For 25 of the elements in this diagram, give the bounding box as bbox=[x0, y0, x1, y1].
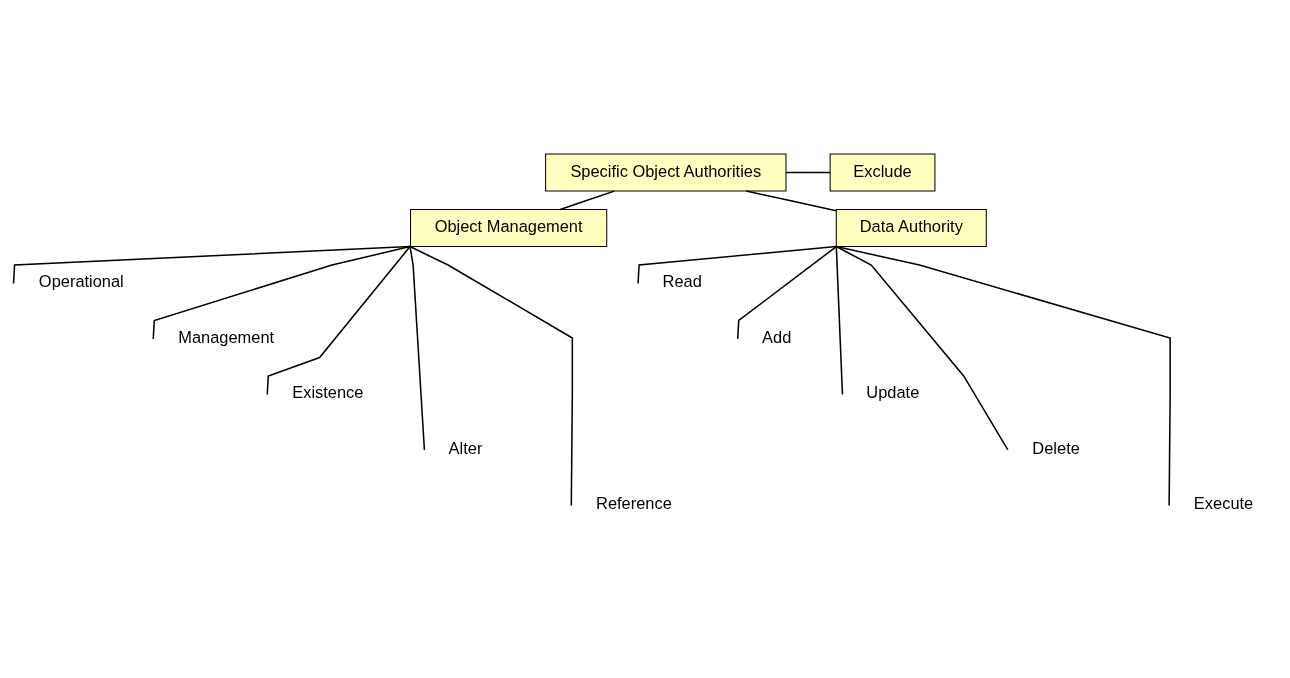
node-text: Existence bbox=[292, 383, 364, 402]
node-box: Specific Object Authorities bbox=[545, 153, 787, 192]
node-box: Exclude bbox=[829, 153, 936, 192]
connector bbox=[637, 245, 838, 285]
node-text: Delete bbox=[1032, 438, 1080, 457]
node-text: Execute bbox=[1193, 494, 1254, 513]
node-box: Object Management bbox=[410, 209, 608, 248]
node-text: Operational bbox=[38, 272, 124, 291]
node-text: Management bbox=[178, 327, 275, 346]
node-text: Add bbox=[762, 327, 792, 346]
connector bbox=[409, 245, 574, 507]
connector bbox=[835, 245, 844, 396]
connector bbox=[266, 245, 411, 396]
connector bbox=[736, 245, 838, 340]
connector bbox=[745, 190, 837, 212]
node-text: Alter bbox=[448, 438, 483, 457]
connector bbox=[785, 171, 831, 174]
connector bbox=[835, 245, 1171, 507]
connector bbox=[835, 245, 1009, 451]
node-text: Update bbox=[866, 383, 920, 402]
connector bbox=[409, 245, 426, 451]
node-box: Data Authority bbox=[835, 209, 987, 248]
connector bbox=[152, 245, 411, 340]
node-text: Read bbox=[662, 272, 702, 291]
node-text: Reference bbox=[596, 494, 672, 513]
